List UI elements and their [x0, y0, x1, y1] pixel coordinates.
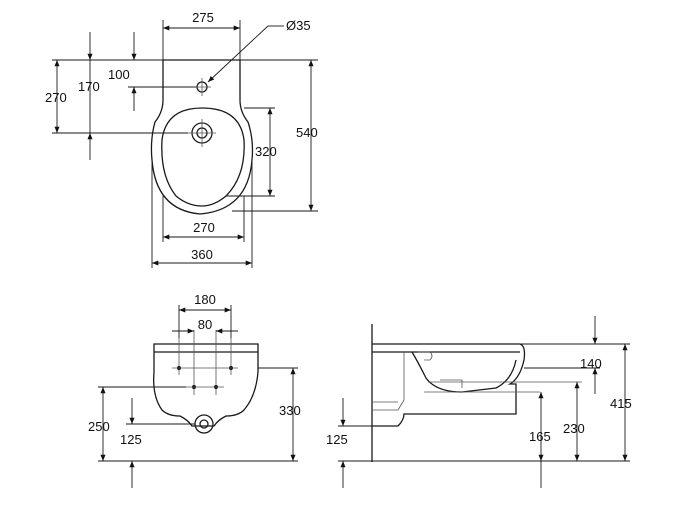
dim-d35: Ø35	[286, 18, 311, 33]
side-view: 140 415 125 165 230	[326, 316, 632, 488]
dim-100: 100	[108, 67, 130, 82]
dim-140: 140	[580, 356, 602, 371]
dim-170: 170	[78, 79, 100, 94]
top-view-outline	[150, 59, 254, 215]
dim-250: 250	[88, 419, 110, 434]
front-view: 180 80 250 125 330	[88, 292, 301, 488]
top-view-bowl	[161, 107, 245, 207]
front-view-outline	[153, 343, 259, 427]
dim-125-front: 125	[120, 432, 142, 447]
dim-165: 165	[529, 429, 551, 444]
dim-180: 180	[194, 292, 216, 307]
trap-inner	[199, 419, 209, 429]
dim-330: 330	[279, 403, 301, 418]
dim-360: 360	[191, 247, 213, 262]
trap-outer	[194, 414, 214, 434]
dim-125-side: 125	[326, 432, 348, 447]
dim-275: 275	[192, 10, 214, 25]
dim-270-bottom: 270	[193, 220, 215, 235]
dim-320: 320	[255, 144, 277, 159]
top-view: 275 Ø35 100 170 270 540 320	[45, 10, 318, 268]
dim-80: 80	[198, 317, 212, 332]
side-view-outline	[372, 343, 526, 427]
dim-230: 230	[563, 421, 585, 436]
side-view-bowl	[411, 351, 517, 393]
dim-415: 415	[610, 396, 632, 411]
dim-540: 540	[296, 125, 318, 140]
dim-270-left: 270	[45, 90, 67, 105]
fixing-points	[172, 330, 238, 395]
